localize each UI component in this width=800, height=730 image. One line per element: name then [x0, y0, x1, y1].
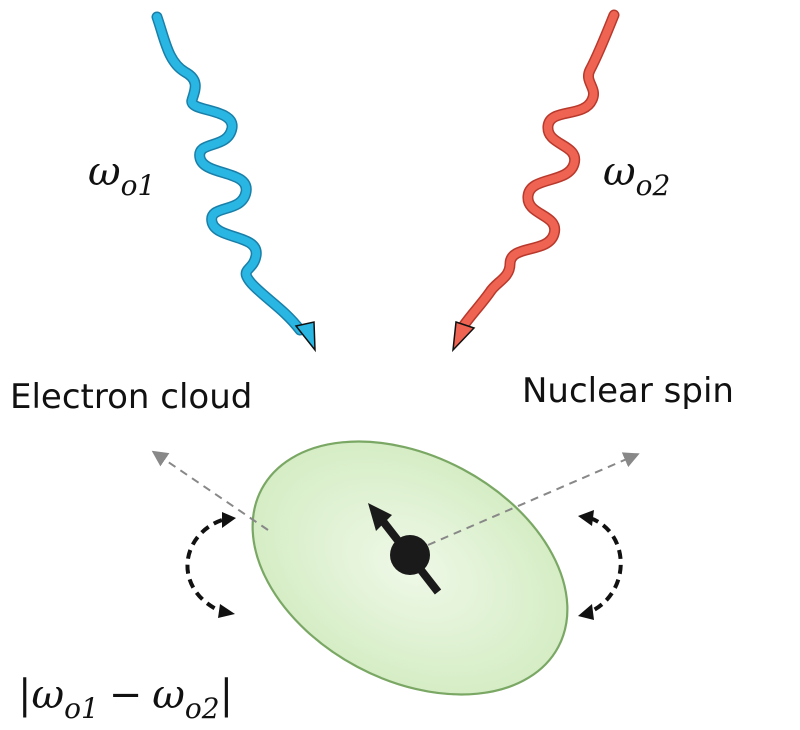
spin-arrow-icon [368, 503, 392, 531]
rotation-arrow-right [589, 516, 623, 614]
nuclear-spin-label: Nuclear spin [522, 371, 734, 411]
rotation-arrow-right-head-bottom-icon [578, 604, 594, 620]
rotation-arrow-left-head-bottom-icon [218, 604, 235, 618]
rotation-arrow-left [185, 518, 223, 614]
photon-2-wave [452, 9, 620, 353]
nucleus-spin [368, 503, 442, 595]
photon-1-wave-body [153, 13, 304, 334]
frequency-difference-label: |ωo1−ωo2| [18, 672, 233, 725]
electron-cloud-pointer [151, 450, 269, 531]
photon-2-arrowhead-icon [452, 320, 476, 353]
rotation-arrow-left-head-top-icon [222, 512, 236, 528]
rotation-arrow-right-head-top-icon [578, 510, 594, 526]
photon-1-arrowhead-icon [294, 321, 316, 353]
nucleus-icon [390, 535, 430, 575]
photon-2-label: ωo2 [603, 149, 670, 202]
photon-2-wave-body [458, 11, 618, 332]
nuclear-spin-pointer [427, 452, 640, 546]
electron-cloud-label: Electron cloud [10, 377, 252, 417]
photon-1-wave [151, 11, 316, 353]
photon-1-label: ωo1 [88, 149, 155, 202]
